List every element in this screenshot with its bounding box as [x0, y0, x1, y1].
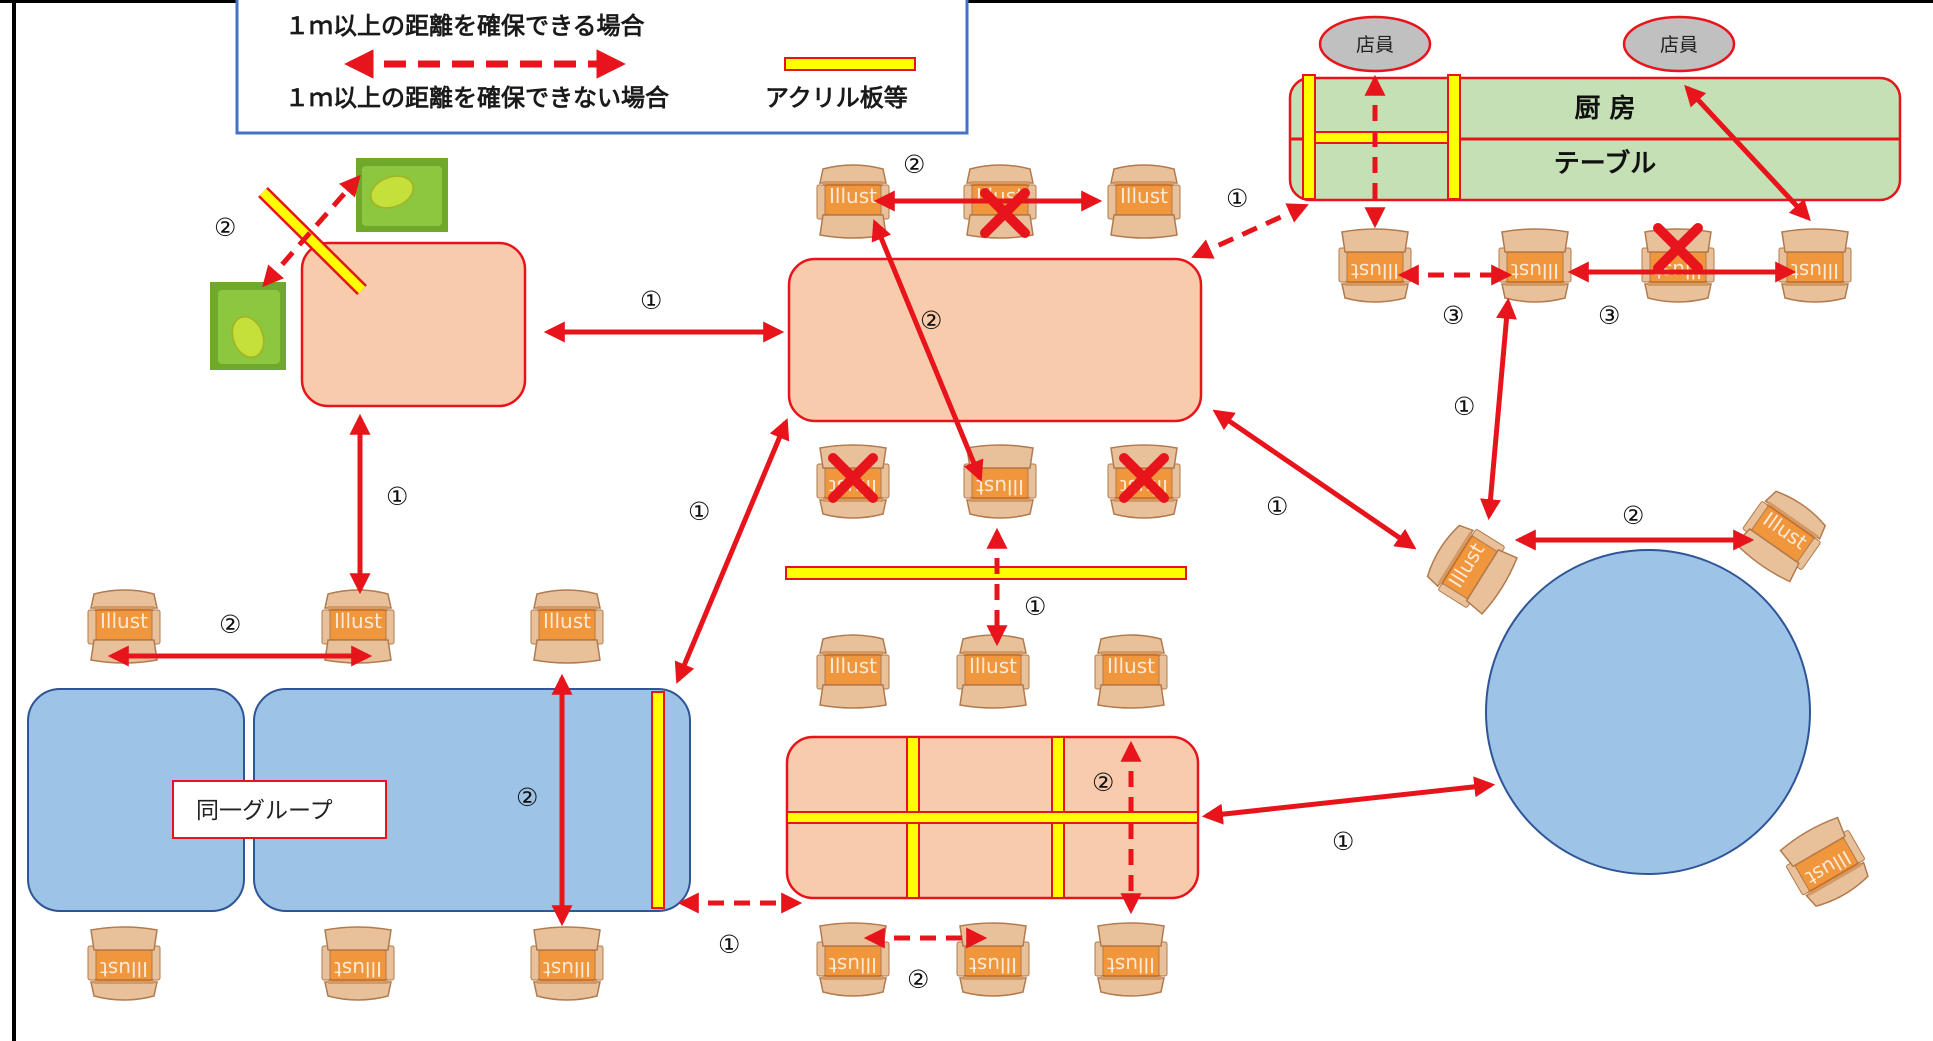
chair — [1338, 228, 1412, 303]
mark-one: ① — [1024, 592, 1046, 621]
chair — [87, 926, 161, 1001]
acrylic-panel — [1447, 74, 1461, 200]
chair — [1420, 517, 1522, 619]
mark-one: ① — [1453, 392, 1475, 421]
staff-label: 店員 — [1356, 34, 1394, 56]
legend-acrylic-label: アクリル板等 — [765, 84, 908, 112]
distance-marks: ② ① ① ② ② ① ③ ③ ① ① ① ② ② ① ② ② ① ① ② — [214, 150, 1644, 994]
acrylic-panel — [1314, 131, 1449, 144]
chair — [963, 444, 1037, 519]
mark-two: ② — [516, 783, 538, 812]
staff-oval — [1318, 15, 1432, 73]
mark-one: ① — [688, 497, 710, 526]
chair — [1730, 483, 1834, 587]
mark-two: ② — [1092, 768, 1114, 797]
group-label-box — [172, 780, 387, 839]
staff-oval — [1622, 15, 1736, 73]
chair — [1498, 228, 1572, 303]
center-table — [787, 257, 1203, 423]
mark-one: ① — [386, 482, 408, 511]
legend-acrylic-swatch — [784, 57, 916, 71]
group-label: 同一グループ — [196, 798, 333, 824]
round-table — [1485, 549, 1811, 875]
acrylic-panel — [786, 811, 1199, 824]
chair — [530, 926, 604, 1001]
arrows-solid — [107, 84, 1811, 927]
legend-impossible-label: １ｍ以上の距離を確保できない場合 — [285, 84, 670, 112]
chair — [816, 922, 890, 997]
mark-one: ① — [1332, 827, 1354, 856]
chair — [87, 589, 161, 664]
chair — [1107, 164, 1181, 239]
chair — [321, 926, 395, 1001]
mark-one: ① — [718, 930, 740, 959]
kitchen-label: 厨 房 — [1574, 94, 1635, 124]
staff-label: 店員 — [1660, 34, 1698, 56]
chair — [1775, 812, 1876, 914]
chair — [530, 589, 604, 664]
chair — [1094, 922, 1168, 997]
chair — [1641, 228, 1715, 303]
chair — [956, 634, 1030, 709]
legend-possible-label: １ｍ以上の距離を確保できる場合 — [285, 12, 646, 40]
chair — [1778, 228, 1852, 303]
mark-one: ① — [640, 286, 662, 315]
mark-one: ① — [1226, 184, 1248, 213]
chair — [1094, 634, 1168, 709]
acrylic-panel — [785, 566, 1187, 580]
chair — [816, 634, 890, 709]
mark-one: ① — [1266, 492, 1288, 521]
mark-two: ② — [907, 965, 929, 994]
mark-two: ② — [214, 213, 236, 242]
sofa — [210, 282, 286, 370]
chair — [956, 922, 1030, 997]
arrows-dashed — [262, 74, 1513, 949]
mark-two: ② — [920, 306, 942, 335]
acrylic-panel — [1302, 74, 1316, 200]
kitchen-table-label: テーブル — [1554, 148, 1656, 179]
mark-three: ③ — [1598, 301, 1620, 330]
mark-two: ② — [1622, 501, 1644, 530]
mark-two: ② — [903, 150, 925, 179]
sofa — [356, 158, 448, 232]
mark-two: ② — [219, 610, 241, 639]
mark-three: ③ — [1442, 301, 1464, 330]
chair — [321, 589, 395, 664]
acrylic-panel — [651, 691, 665, 909]
